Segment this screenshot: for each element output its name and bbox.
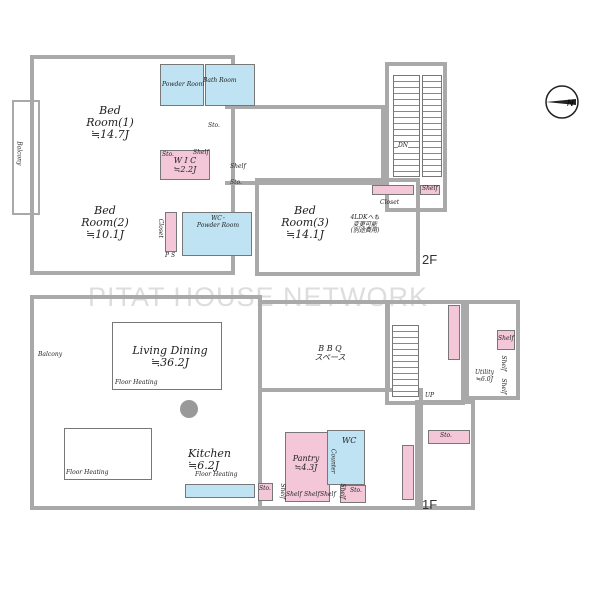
- svg-text:N: N: [567, 98, 574, 108]
- balcony-label: Balcony: [38, 351, 63, 358]
- utility-label: Utility ≒6.0J: [475, 369, 495, 383]
- 2f-hall-wall: [225, 105, 385, 185]
- 2f-west-wall: [30, 55, 235, 275]
- shelf-label: Shelf: [304, 491, 320, 498]
- wc-label: WC: [342, 436, 357, 445]
- stairs: [392, 325, 419, 397]
- wic-label: W I C ≒2.2J: [173, 156, 197, 174]
- counter-label: Counter: [329, 448, 337, 474]
- shelf: [420, 185, 440, 195]
- dn-label: DN: [398, 142, 409, 150]
- shelf-label: Shelf: [320, 491, 336, 498]
- closet: [402, 445, 414, 500]
- shelf-label: Shelf: [500, 355, 508, 372]
- sto-label: Sto.: [350, 487, 362, 494]
- stairs: [422, 75, 442, 177]
- shelf-label: Shelf: [498, 335, 514, 342]
- closet: [165, 212, 177, 252]
- up-label: UP: [425, 392, 435, 399]
- shelf-label: Shelf: [230, 163, 246, 170]
- bath-room: [205, 64, 255, 106]
- floor-1f-label: 1F: [422, 497, 438, 512]
- balcony-label: Balcony: [15, 141, 23, 166]
- sto-label: Sto.: [440, 432, 452, 439]
- sto-label: Sto.: [162, 151, 174, 158]
- compass-icon: N: [545, 85, 579, 119]
- bedroom2-label: Bed Room(2) ≒10.1J: [81, 204, 129, 242]
- kitchen-counter: [185, 484, 255, 498]
- powder-room: [160, 64, 204, 106]
- shelf-label: Shelf: [500, 378, 508, 395]
- 2f-balcony: [12, 100, 40, 215]
- bbq-label: B B Q スペース: [314, 344, 346, 362]
- storage: [428, 430, 470, 444]
- floor-heating-area: [112, 322, 222, 390]
- living-dining-label: Living Dining ≒36.2J: [132, 344, 208, 370]
- sto-label: Sto.: [208, 122, 220, 129]
- floor-heating-area: [64, 428, 152, 480]
- closet: [372, 185, 414, 195]
- wc: [327, 430, 365, 485]
- bath-room-label: Bath Room: [203, 77, 237, 84]
- closet: [448, 305, 460, 360]
- ps-label: P S: [165, 252, 176, 259]
- wc-powder-room: [182, 212, 252, 256]
- utility-wall: [465, 300, 520, 400]
- storage: [258, 483, 273, 501]
- storage: [340, 485, 366, 503]
- shelf-label: Shelf: [279, 483, 287, 500]
- sto-label: Sto.: [259, 485, 271, 492]
- 4ldk-note: 4LDKへも 変更可能 (別途費用): [350, 214, 380, 235]
- floor-heating-label: Floor Heating: [115, 379, 158, 386]
- shelf-label: Shelf: [286, 491, 302, 498]
- column-icon: [180, 400, 198, 418]
- kitchen-label: Kitchen ≒6.2J: [188, 447, 231, 473]
- stairs: [393, 75, 420, 177]
- floor-2f-label: 2F: [422, 252, 438, 267]
- powder-room-label: Powder Room: [162, 81, 205, 88]
- 1f-center-wall: [258, 388, 423, 510]
- closet-label: Closet: [380, 199, 400, 206]
- shelf-label: Shelf: [193, 149, 209, 156]
- bedroom3-label: Bed Room(3) ≒14.1J: [281, 204, 329, 242]
- shelf-label: Shelf: [339, 483, 347, 500]
- floor-heating-label: Floor Heating: [66, 469, 109, 476]
- closet-label: Closet: [156, 218, 164, 238]
- wc-powder-label: WC･ Powder Room: [196, 215, 240, 229]
- sto-label: Sto.: [230, 179, 242, 186]
- pantry-label: Pantry ≒4.3J: [292, 454, 320, 472]
- 2f-bedroom3-wall: [255, 178, 420, 276]
- shelf-label: Shelf: [422, 185, 438, 192]
- bedroom1-label: Bed Room(1) ≒14.7J: [86, 104, 134, 142]
- shelf: [497, 330, 515, 350]
- wic: [160, 150, 210, 180]
- 1f-east-wall: [415, 400, 475, 510]
- kitchen-floor-heating-label: Floor Heating: [195, 471, 238, 478]
